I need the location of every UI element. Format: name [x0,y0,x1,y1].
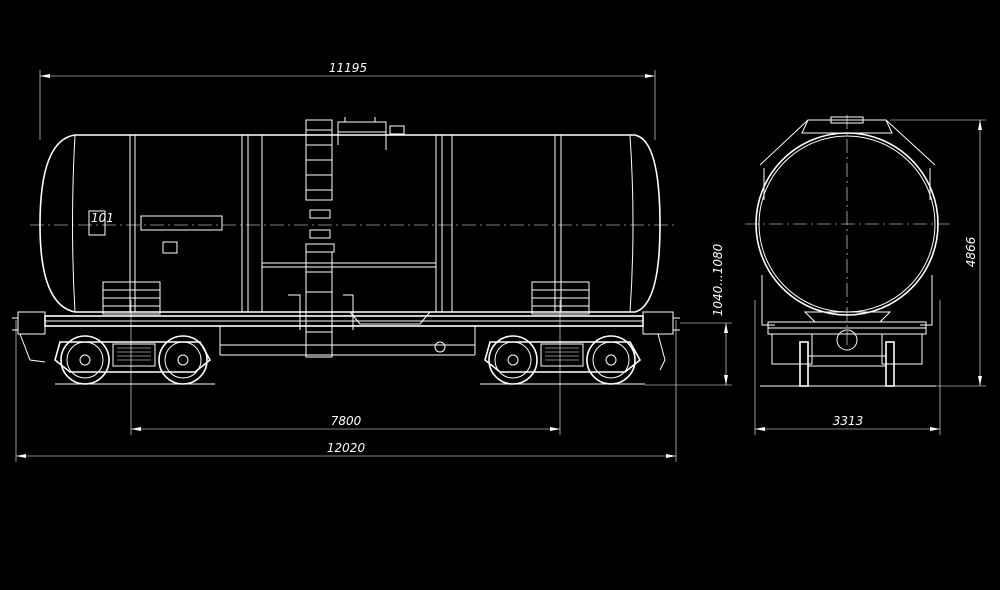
end-tank [745,115,950,345]
end-bogie [760,329,936,387]
dim-overall-length: 12020 [15,320,677,462]
right-coupler [642,311,680,371]
dim-overall-width-text: 3313 [833,414,864,428]
dim-bogie-centers-text: 7800 [331,414,362,428]
tank-saddles [102,281,590,315]
dim-bogie-centers: 7800 [130,300,561,435]
left-coupler [12,311,46,363]
dim-overall-height: 4866 [890,119,986,387]
ladder [305,119,335,358]
dim-coupler-height-text: 1040...1080 [711,243,725,316]
dim-overall-height-text: 4866 [964,236,978,267]
dim-overall-length-text: 12020 [327,441,366,455]
dim-overall-width: 3313 [754,300,941,435]
dim-tank-length: 11195 [39,61,656,140]
end-top-platform [759,116,936,200]
dim-coupler-height: 1040...1080 [645,243,732,386]
end-frames [761,275,933,335]
side-view: 101 [12,61,732,462]
end-view: 3313 4866 [745,115,986,435]
tank-markings: 101 [88,210,223,254]
dim-tank-length-text: 11195 [329,61,367,75]
plate-text: 101 [91,211,114,225]
top-platform [337,117,405,150]
tank-body [30,134,675,313]
left-bogie [54,335,215,385]
right-bogie [480,335,645,385]
